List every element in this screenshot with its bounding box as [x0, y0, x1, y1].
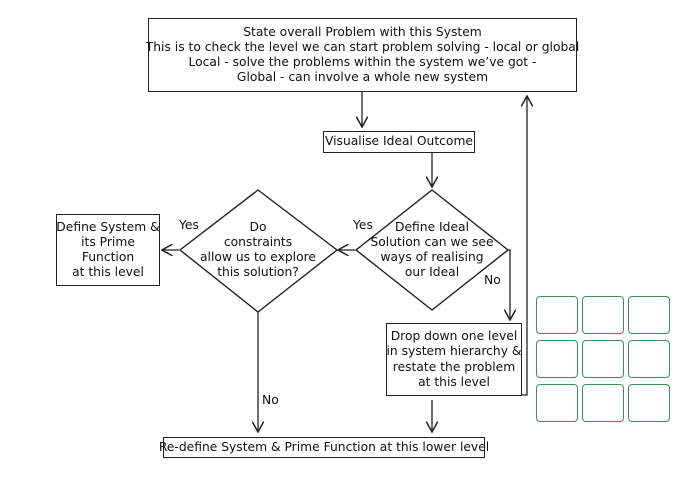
drop-down-line-3: restate the problem [392, 359, 516, 374]
drop-down-line-2: in system hierarchy & [386, 344, 522, 359]
grid-tile [536, 340, 578, 378]
grid-tile [582, 340, 624, 378]
define-ideal-line-1: Define Ideal [395, 219, 469, 234]
constraints-line-3: allow us to explore [200, 250, 316, 264]
grid-tile [628, 384, 670, 422]
ideal-no-label: No [484, 273, 501, 287]
grid-tile [536, 296, 578, 334]
define-system-line-2: its Prime [81, 234, 135, 249]
grid-tile [628, 296, 670, 334]
constraints-no-label: No [262, 393, 279, 407]
constraints-line-2: constraints [223, 234, 293, 249]
define-system-line-4: at this level [72, 265, 144, 280]
grid-tile [582, 296, 624, 334]
constraints-line-4: this solution? [217, 265, 299, 280]
visualise-outcome-box: Visualise Ideal Outcome [323, 131, 475, 153]
define-ideal-line-2: Solution can we see [370, 234, 494, 249]
define-system-line-3: Function [81, 250, 135, 264]
drop-down-line-4: at this level [418, 374, 490, 389]
grid-tile [582, 384, 624, 422]
arrow-ideal-no-to-dropdown [505, 249, 510, 320]
constraints-text: Do constraints allow us to explore this … [188, 210, 328, 290]
grid-tile [628, 340, 670, 378]
define-ideal-line-4: our Ideal [404, 265, 460, 280]
redefine-label: Re-define System & Prime Function at thi… [158, 439, 490, 454]
grid-tile [536, 384, 578, 422]
ideal-yes-label: Yes [353, 218, 373, 232]
problem-line-1: State overall Problem with this System [243, 24, 482, 39]
problem-statement-box: State overall Problem with this System T… [145, 18, 580, 92]
define-ideal-text: Define Ideal Solution can we see ways of… [362, 210, 502, 290]
diamond-constraints [178, 189, 339, 313]
define-ideal-line-3: ways of realising [380, 250, 484, 264]
visualise-label: Visualise Ideal Outcome [325, 134, 473, 149]
constraints-yes-label: Yes [179, 218, 199, 232]
problem-line-2: This is to check the level we can start … [145, 39, 580, 54]
redefine-system-box: Re-define System & Prime Function at thi… [159, 437, 489, 458]
define-system-line-1: Define System & [56, 219, 160, 234]
constraints-line-1: Do [249, 219, 267, 234]
problem-line-4: Global - can involve a whole new system [236, 70, 489, 85]
problem-line-3: Local - solve the problems within the sy… [188, 55, 537, 69]
arrow-loop-back-to-problem [522, 96, 527, 396]
drop-down-line-1: Drop down one level [390, 329, 518, 344]
drop-down-level-box: Drop down one level in system hierarchy … [386, 323, 522, 396]
diamond-define-ideal [354, 189, 510, 311]
define-system-box: Define System & its Prime Function at th… [56, 214, 160, 286]
